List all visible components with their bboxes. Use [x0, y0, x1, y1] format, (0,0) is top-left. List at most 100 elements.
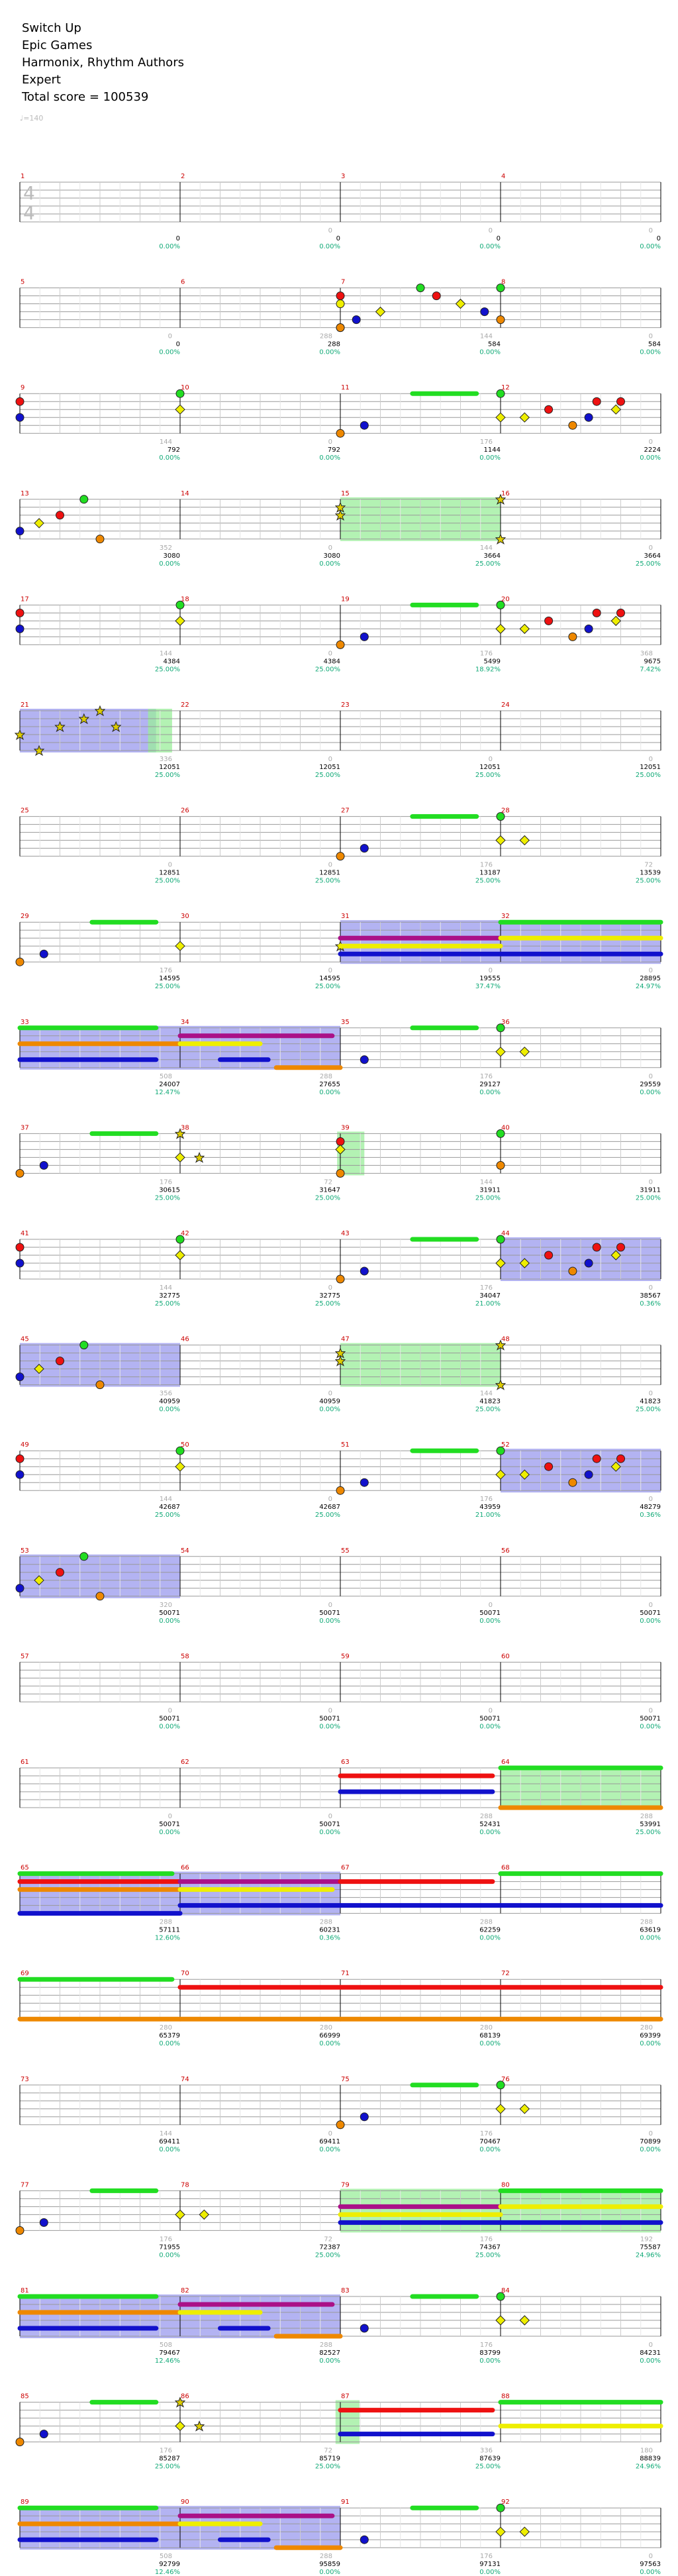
measure-number: 2: [181, 173, 185, 180]
blue-note: [39, 2430, 48, 2439]
extra-score: 0: [328, 544, 332, 552]
star-note: [110, 721, 122, 733]
extra-score: 0: [649, 2130, 653, 2138]
extra-score: 0: [649, 2342, 653, 2349]
starpower-percent: 0.00%: [479, 2040, 501, 2047]
star-note: [78, 713, 90, 725]
extra-score: 0: [328, 2130, 332, 2138]
orange-note: [15, 1168, 24, 1178]
starpower-percent: 18.92%: [475, 666, 501, 673]
measure-number: 21: [21, 701, 29, 709]
extra-score: 0: [328, 1707, 332, 1714]
orange-note: [336, 2120, 345, 2130]
measure-number: 33: [21, 1019, 29, 1026]
star-note: [334, 509, 346, 521]
starpower-percent: 25.00%: [475, 1406, 501, 1414]
measure-number: 60: [501, 1653, 510, 1660]
green-note: [496, 2292, 505, 2301]
starpower-percent: 0.00%: [479, 349, 501, 356]
extra-score: 72: [324, 1178, 332, 1186]
measure-score: 97131: [479, 2561, 501, 2568]
extra-score: 72: [644, 862, 653, 869]
orange-note: [496, 315, 505, 325]
extra-score: 176: [480, 862, 493, 869]
measure-score: 63619: [640, 1927, 661, 1934]
measure-number: 57: [21, 1653, 29, 1660]
extra-score: 280: [640, 2024, 653, 2032]
green-note: [175, 600, 185, 609]
extra-score: 0: [649, 438, 653, 446]
extra-score: 288: [320, 2342, 332, 2349]
extra-score: 0: [328, 1496, 332, 1503]
measure-score: 40959: [319, 1398, 340, 1406]
measure-number: 67: [341, 1865, 350, 1872]
starpower-percent: 0.00%: [159, 560, 180, 568]
yellow-cymbal: [519, 2315, 530, 2326]
starpower-percent: 25.00%: [315, 772, 340, 779]
star-note: [33, 745, 45, 756]
measure-number: 56: [501, 1547, 510, 1555]
measure-score: 72387: [319, 2243, 340, 2251]
measure-number: 65: [21, 1865, 29, 1872]
star-note: [495, 533, 507, 544]
starpower-percent: 25.00%: [315, 2251, 340, 2259]
measure-score: 31911: [640, 1186, 661, 1194]
extra-score: 0: [489, 1707, 493, 1714]
red-note: [432, 291, 441, 301]
starpower-percent: 0.00%: [319, 560, 340, 568]
extra-score: 288: [640, 1919, 653, 1926]
starpower-percent: 0.00%: [479, 2569, 501, 2576]
extra-score: 280: [320, 2024, 332, 2032]
measure-number: 26: [181, 807, 189, 815]
extra-score: 0: [328, 650, 332, 657]
starpower-percent: 25.00%: [475, 560, 501, 568]
measure-number: 8: [501, 279, 505, 286]
yellow-cymbal: [519, 623, 530, 635]
starpower-percent: 25.00%: [315, 2463, 340, 2471]
starpower-percent: 25.00%: [155, 2463, 180, 2471]
yellow-cymbal: [495, 412, 506, 423]
starpower-percent: 25.00%: [636, 1194, 661, 1202]
measure-number: 74: [181, 2076, 189, 2083]
measure-number: 50: [181, 1441, 189, 1449]
starpower-percent: 0.00%: [319, 1618, 340, 1625]
blue-note: [360, 2112, 369, 2122]
extra-score: 0: [489, 1602, 493, 1609]
orange-note: [15, 957, 24, 966]
yellow-cymbal: [519, 2526, 530, 2537]
measure-score: 95859: [319, 2561, 340, 2568]
extra-score: 0: [328, 862, 332, 869]
extra-score: 508: [160, 1073, 172, 1080]
measure-score: 32775: [319, 1292, 340, 1300]
extra-score: 288: [320, 1073, 332, 1080]
starpower-percent: 0.00%: [319, 2569, 340, 2576]
measure-score: 50071: [159, 1610, 180, 1617]
measure-score: 12051: [159, 764, 180, 771]
extra-score: 0: [649, 227, 653, 234]
yellow-cymbal: [495, 2104, 506, 2114]
extra-score: 72: [324, 2447, 332, 2455]
yellow-cymbal: [495, 2526, 506, 2537]
measure-number: 92: [501, 2499, 510, 2506]
measure-score: 74367: [479, 2243, 501, 2251]
measure-number: 40: [501, 1124, 510, 1131]
starpower-percent: 0.00%: [479, 2357, 501, 2365]
measure-score: 85287: [159, 2455, 180, 2463]
measure-score: 69399: [640, 2032, 661, 2039]
yellow-cymbal: [34, 1575, 44, 1586]
measure-number: 18: [181, 595, 189, 603]
red-note: [544, 616, 554, 625]
tempo-marker: ♩=140: [20, 114, 44, 123]
extra-score: 176: [480, 1284, 493, 1292]
yellow-cymbal: [335, 1144, 346, 1155]
orange-note: [95, 1380, 105, 1390]
starpower-percent: 0.00%: [159, 2146, 180, 2153]
extra-score: 288: [160, 1919, 172, 1926]
measure-score: 3080: [164, 552, 180, 560]
measure-number: 81: [21, 2287, 29, 2294]
measure-number: 69: [21, 1970, 29, 1977]
star-note: [193, 1152, 205, 1163]
measure-number: 73: [21, 2076, 29, 2083]
extra-score: 0: [649, 333, 653, 340]
starpower-percent: 0.00%: [159, 1406, 180, 1414]
